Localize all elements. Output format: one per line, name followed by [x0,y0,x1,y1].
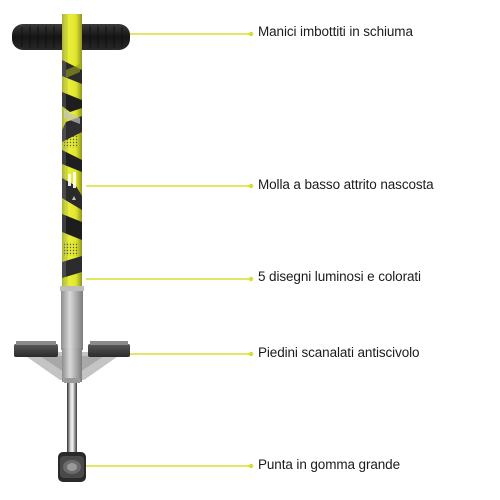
lower-tube [60,286,84,350]
chrome-plunger [64,378,80,454]
rubber-tip [58,452,86,482]
callout-label-foam-handles: Manici imbottiti in schiuma [258,24,413,39]
callout-label-nonslip-footpegs: Piedini scanalati antiscivolo [258,345,420,360]
callout-label-rubber-tip: Punta in gomma grande [258,457,400,472]
footpegs [14,341,130,382]
callout-label-colorful-designs: 5 disegni luminosi e colorati [258,269,421,284]
callout-leader-lines [86,33,249,467]
callout-leader-dots [248,31,254,469]
main-tube [62,14,82,292]
callout-label-hidden-spring: Molla a basso attrito nascosta [258,177,434,192]
